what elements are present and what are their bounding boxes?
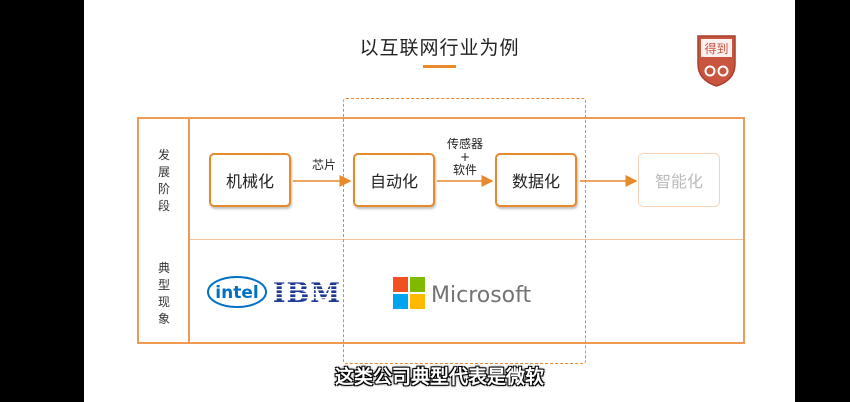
intel-logo: intel xyxy=(207,273,269,315)
arrow-label-chip: 芯片 xyxy=(311,158,336,172)
dedao-logo: 得到 xyxy=(696,34,737,87)
slide-title: 以互联网行业为例 xyxy=(359,37,520,59)
title-underline xyxy=(423,65,456,68)
highlight-dashed-box xyxy=(343,98,586,364)
ibm-logo: IBM xyxy=(273,276,340,312)
stage-datafication: 数据化 xyxy=(495,153,577,207)
microsoft-logo: Microsoft xyxy=(393,276,543,314)
stage-intelligence: 智能化 xyxy=(638,153,720,207)
video-subtitle: 这类公司典型代表是微软 xyxy=(334,366,544,388)
row-label-phenomena: 典 型 现 象 xyxy=(157,261,170,326)
stage-mechanization: 机械化 xyxy=(209,153,291,207)
column-divider xyxy=(188,119,190,342)
slide: 以互联网行业为例 得到 发 展 阶 段 典 型 现 象 xyxy=(84,0,795,402)
framework-table: 发 展 阶 段 典 型 现 象 xyxy=(137,117,745,344)
logo-text: 得到 xyxy=(704,41,728,56)
microsoft-text: Microsoft xyxy=(431,283,531,308)
stage-automation: 自动化 xyxy=(353,153,435,207)
row-label-stages: 发 展 阶 段 xyxy=(157,148,170,213)
row-divider xyxy=(190,239,743,240)
intel-text: intel xyxy=(215,283,258,303)
arrow-label-sensor-software: 传感器 + 软件 xyxy=(446,137,483,177)
